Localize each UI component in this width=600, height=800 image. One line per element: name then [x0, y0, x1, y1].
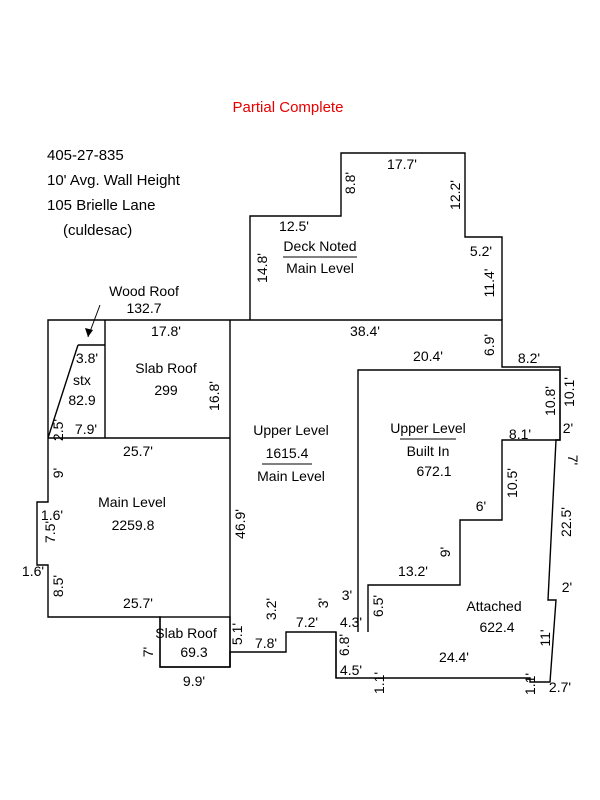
dim-label: 1.1' — [371, 672, 387, 694]
dim-label: 3' — [342, 587, 352, 603]
dim-label: 1.1' — [522, 673, 538, 695]
leader-arrowhead — [85, 328, 93, 337]
dim-label: 1.6' — [22, 563, 44, 579]
dim-label: 9.9' — [183, 673, 205, 689]
dim-label: 1.6' — [41, 507, 63, 523]
dim-label: 14.8' — [254, 253, 270, 283]
address: 105 Brielle Lane — [47, 197, 155, 214]
dim-label: 7' — [140, 647, 156, 657]
dim-label: 11' — [537, 629, 553, 646]
main-level-value: 2259.8 — [112, 517, 155, 533]
dim-label: 3' — [315, 598, 331, 608]
address-note: (culdesac) — [63, 222, 132, 239]
dim-label: 12.2' — [447, 180, 463, 210]
dim-label: 7.2' — [296, 614, 318, 630]
deck-outline — [249, 152, 503, 320]
dim-label: 8.8' — [342, 172, 358, 194]
dim-label: 6.5' — [370, 595, 386, 617]
dim-label: 7' — [565, 455, 581, 465]
dim-label: 8.2' — [518, 350, 540, 366]
builtin-value: 672.1 — [416, 463, 451, 479]
builtin-name: Upper Level — [390, 420, 466, 436]
dim-label: 25.7' — [123, 443, 153, 459]
deck-name: Deck Noted — [283, 238, 356, 254]
sketch-title: Partial Complete — [233, 99, 344, 116]
dim-label: 6.8' — [336, 634, 352, 656]
dim-label: 2.5' — [50, 419, 66, 441]
dim-label: 2.7' — [549, 679, 571, 695]
partition-stx-diagonal — [47, 344, 79, 439]
dim-label: 10.1' — [561, 377, 577, 407]
dim-label: 6' — [476, 498, 486, 514]
dim-label: 10.8' — [542, 386, 558, 416]
attached-value: 622.4 — [479, 619, 514, 635]
dim-label: 17.8' — [151, 323, 181, 339]
slab-roof-top-name: Slab Roof — [135, 360, 197, 376]
dim-label: 7.9' — [75, 421, 97, 437]
parcel-number: 405-27-835 — [47, 147, 124, 164]
dim-label: 11.4' — [481, 269, 497, 298]
dim-label: 7.5' — [42, 521, 58, 543]
stx-value: 82.9 — [68, 392, 95, 408]
dim-label: 16.8' — [206, 381, 222, 411]
deck-level: Main Level — [286, 260, 354, 276]
main-level-name: Main Level — [98, 494, 166, 510]
dim-label: 25.7' — [123, 595, 153, 611]
dim-label: 5.2' — [470, 243, 492, 259]
dim-label: 4.5' — [340, 662, 362, 678]
dim-label: 20.4' — [413, 348, 443, 364]
dim-label: 12.5' — [279, 218, 309, 234]
wood-roof-name: Wood Roof — [109, 283, 179, 299]
wood-roof-value: 132.7 — [126, 300, 161, 316]
dim-label: 6.9' — [481, 334, 497, 356]
dim-label: 9' — [437, 547, 453, 557]
dim-label: 4.3' — [340, 614, 362, 630]
slab-roof-bottom-name: Slab Roof — [155, 625, 217, 641]
dim-label: 9' — [50, 468, 66, 478]
dim-label: 5.1' — [229, 623, 245, 645]
dim-label: 22.5' — [558, 507, 574, 537]
dim-label: 3.2' — [263, 598, 279, 620]
attached-name: Attached — [466, 598, 521, 614]
dim-label: 2' — [563, 420, 573, 436]
wall-height: 10' Avg. Wall Height — [47, 172, 181, 189]
builtin-outline — [357, 369, 561, 632]
builtin-sub: Built In — [407, 443, 450, 459]
dim-label: 8.5' — [50, 575, 66, 597]
dim-label: 46.9' — [232, 509, 248, 539]
dim-label: 38.4' — [350, 323, 380, 339]
dim-label: 8.1' — [509, 426, 531, 442]
dim-label: 7.8' — [255, 635, 277, 651]
upper-level-value: 1615.4 — [266, 445, 309, 461]
stx-name: stx — [73, 372, 91, 388]
dim-label: 13.2' — [398, 563, 428, 579]
dim-label: 3.8' — [76, 350, 98, 366]
slab-roof-bottom-outline — [159, 616, 231, 668]
dim-label: 24.4' — [439, 649, 469, 665]
slab-roof-top-value: 299 — [154, 382, 178, 398]
slab-roof-bottom-value: 69.3 — [180, 644, 207, 660]
dim-label: 2' — [562, 579, 572, 595]
dim-label: 10.5' — [504, 468, 520, 498]
upper-level-level: Main Level — [257, 468, 325, 484]
dim-label: 17.7' — [387, 156, 417, 172]
upper-level-name: Upper Level — [253, 422, 329, 438]
